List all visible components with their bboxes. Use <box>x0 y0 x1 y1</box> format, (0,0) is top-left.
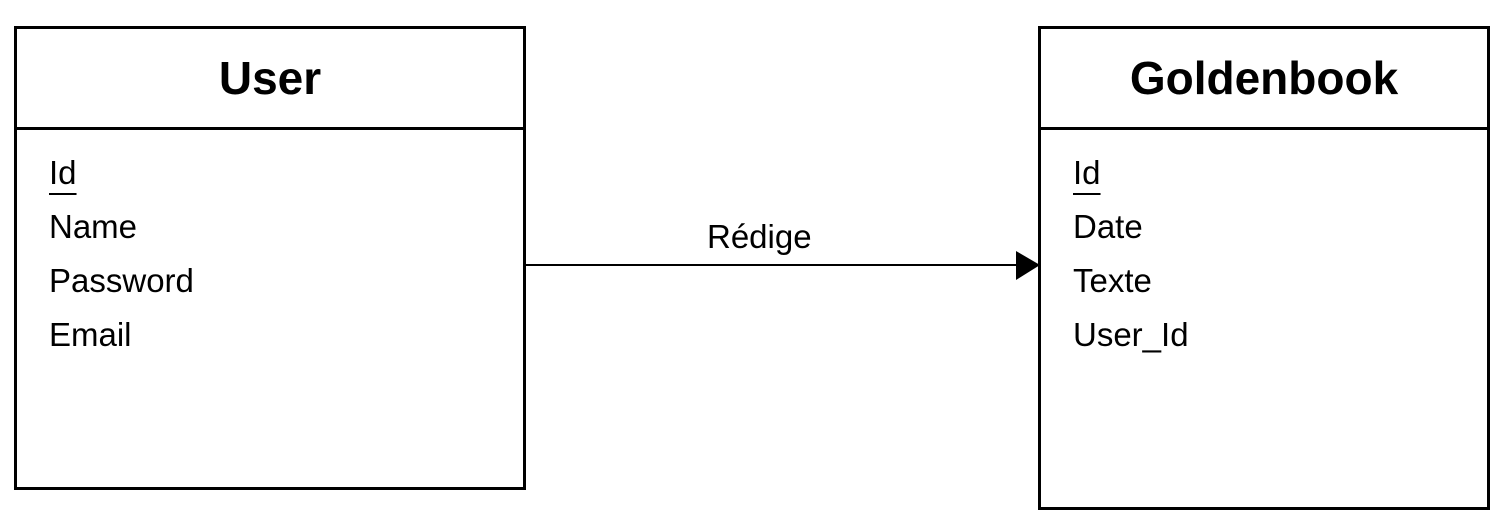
user-entity: User Id Name Password Email <box>14 26 526 490</box>
goldenbook-attr-user-id: User_Id <box>1073 316 1189 353</box>
goldenbook-entity: Goldenbook Id Date Texte User_Id <box>1038 26 1490 510</box>
goldenbook-attribute-list: Id Date Texte User_Id <box>1073 146 1189 362</box>
user-entity-title: User <box>17 29 523 130</box>
user-attr-id: Id <box>49 154 77 191</box>
user-attr-email: Email <box>49 316 132 353</box>
arrowhead-icon <box>1016 251 1040 280</box>
goldenbook-attr-date: Date <box>1073 208 1143 245</box>
relation-label: Rédige <box>707 218 812 255</box>
user-attribute-list: Id Name Password Email <box>49 146 194 362</box>
goldenbook-entity-title: Goldenbook <box>1041 29 1487 130</box>
user-attr-name: Name <box>49 208 138 245</box>
goldenbook-attr-texte: Texte <box>1073 262 1152 299</box>
user-attr-password: Password <box>49 262 194 299</box>
goldenbook-attr-id: Id <box>1073 154 1101 191</box>
